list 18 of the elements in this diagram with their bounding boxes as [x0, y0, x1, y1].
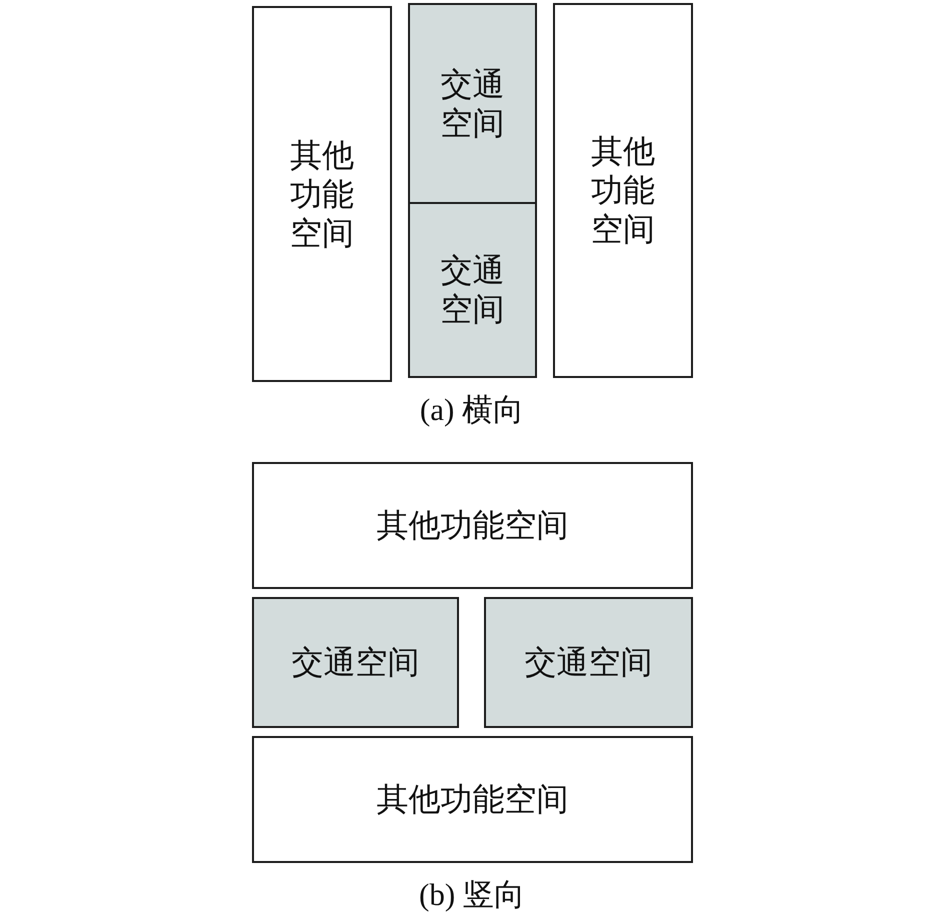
zone-box — [252, 6, 392, 382]
zone-label: 其他功能空间 — [376, 506, 568, 545]
zone-box — [252, 736, 693, 863]
zone-label: 交通空间 — [524, 643, 652, 682]
zone-box — [484, 597, 693, 728]
zone-label: 其他功能空间 — [590, 132, 656, 249]
subfigure-caption: (b) 竖向 — [419, 877, 525, 913]
zone-label: 其他功能空间 — [289, 136, 355, 252]
zone-box — [408, 202, 537, 378]
zone-label: 交通空间 — [440, 64, 506, 142]
zone-box — [408, 3, 537, 204]
zone-label: 其他功能空间 — [376, 780, 568, 819]
zone-box — [553, 3, 693, 378]
zone-box — [252, 597, 459, 728]
zone-label: 交通空间 — [292, 643, 420, 682]
zone-label: 交通空间 — [440, 251, 506, 329]
subfigure-caption: (a) 横向 — [420, 392, 524, 428]
zone-box — [252, 462, 693, 589]
